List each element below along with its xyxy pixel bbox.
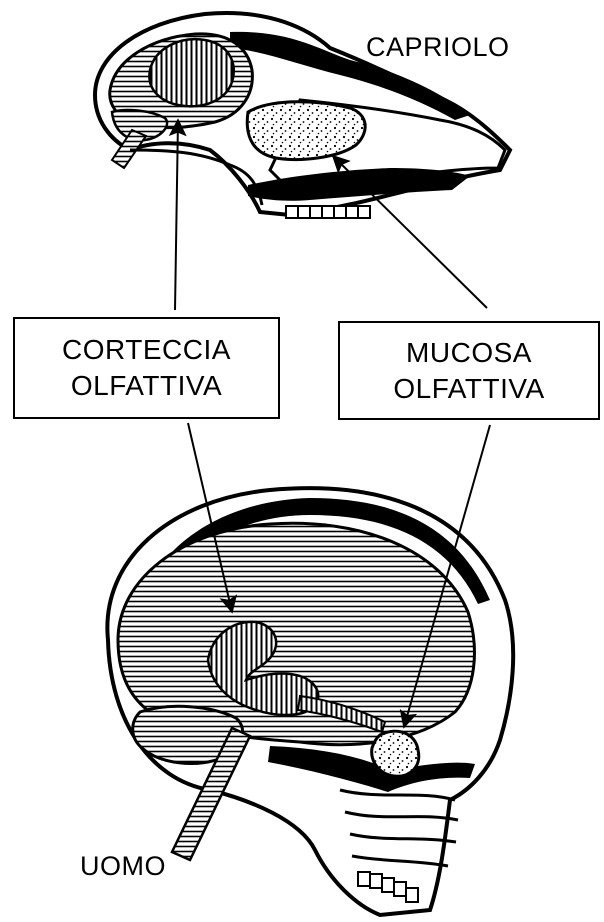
olfactory-mucosa-label-line2: OLFATTIVA: [393, 371, 544, 407]
deer-teeth: [286, 206, 370, 218]
arrow-cortex-to-deer: [175, 120, 178, 310]
olfactory-mucosa-label-line1: MUCOSA: [406, 335, 532, 371]
deer-olfactory-cortex: [149, 39, 233, 106]
human-label: UOMO: [80, 851, 166, 882]
olfactory-cortex-label-line1: CORTECCIA: [62, 332, 231, 368]
human-olfactory-mucosa: [372, 731, 419, 776]
deer-label: CAPRIOLO: [366, 32, 510, 63]
olfactory-cortex-label-box: CORTECCIA OLFATTIVA: [13, 317, 280, 419]
olfactory-cortex-label-line2: OLFATTIVA: [71, 368, 222, 404]
deer-olfactory-mucosa: [247, 102, 365, 160]
olfactory-mucosa-label-box: MUCOSA OLFATTIVA: [338, 321, 600, 420]
human-head-drawing: [107, 488, 513, 915]
